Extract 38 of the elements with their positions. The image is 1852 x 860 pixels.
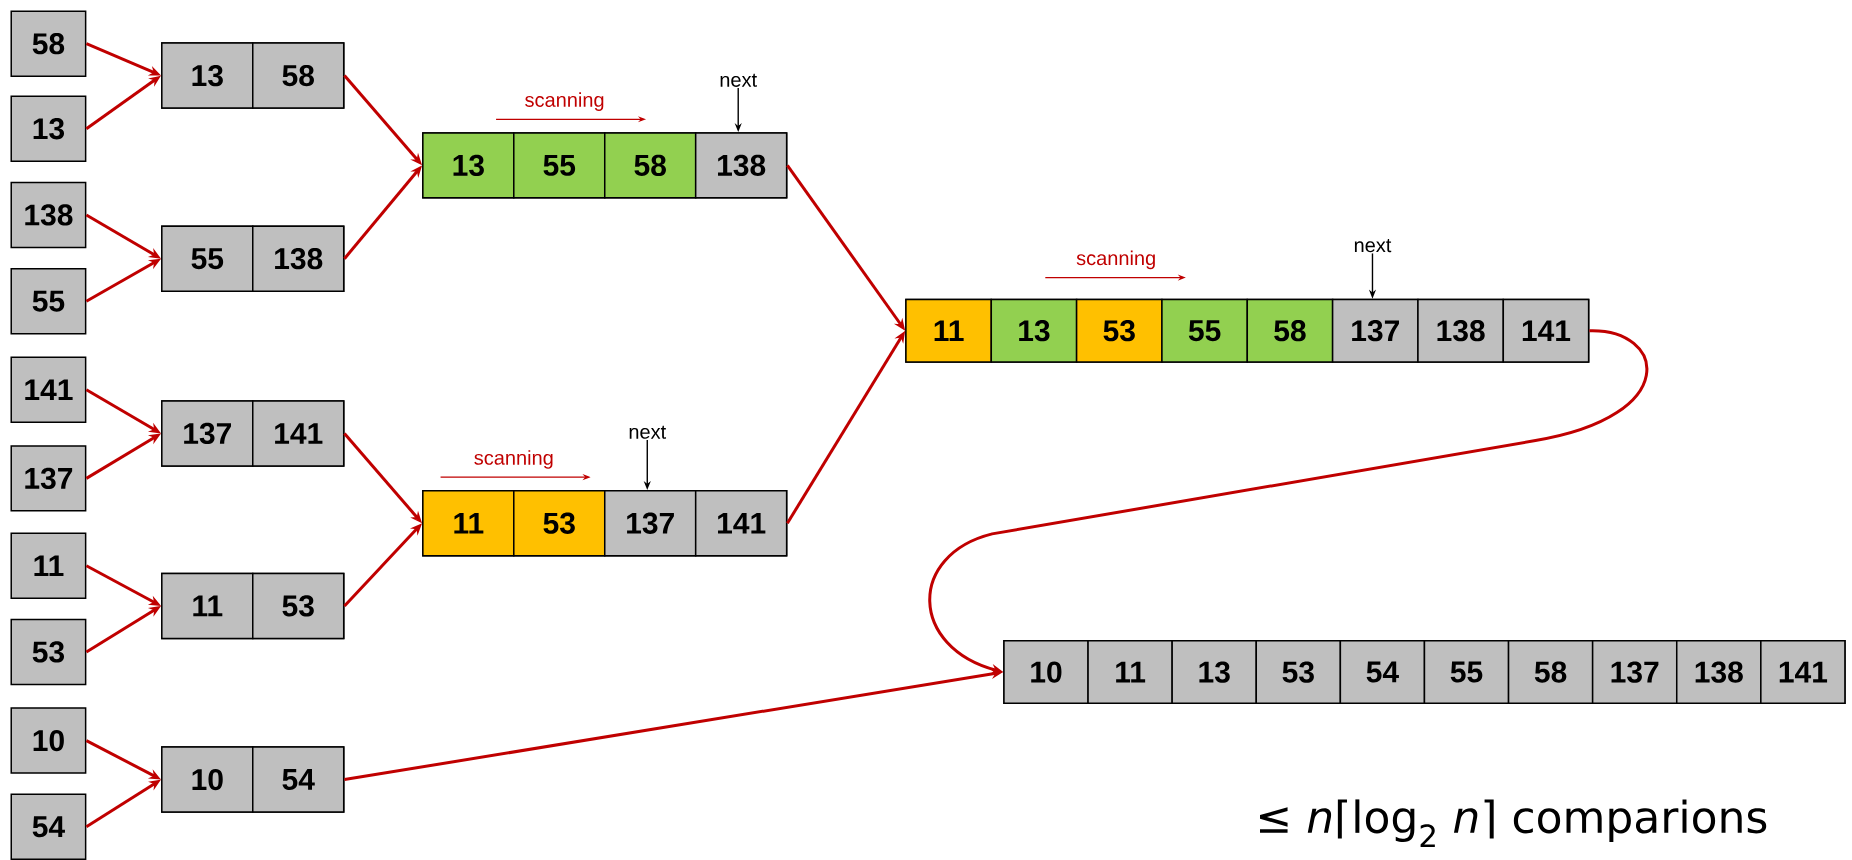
pointer-label: next <box>1354 239 1392 253</box>
array-cell: 55 <box>1161 298 1249 363</box>
array-cell: 54 <box>252 746 345 813</box>
annotation-text: scanning <box>1076 250 1155 270</box>
array-cell: 11 <box>161 572 254 640</box>
number-box: 54 <box>10 793 87 860</box>
number-box: 137 <box>10 445 87 512</box>
number-box: 11 <box>10 532 87 599</box>
array-cell: 137 <box>161 400 254 467</box>
array-cell: 141 <box>252 400 345 467</box>
array-cell: 58 <box>604 132 697 199</box>
array-cell: 137 <box>1331 298 1419 363</box>
complexity-note: ≤ n⌈log$_{2}$ n⌉ comparions <box>1260 799 1767 848</box>
number-box: 10 <box>10 707 87 774</box>
number-box: 53 <box>10 618 87 686</box>
array-cell: 141 <box>1502 298 1590 363</box>
number-box: 13 <box>10 95 87 162</box>
array-cell: 11 <box>905 298 992 363</box>
number-box: 55 <box>10 267 87 335</box>
array-cell: 138 <box>1417 298 1505 363</box>
number-box: 141 <box>10 356 87 423</box>
number-box: 138 <box>10 181 87 249</box>
array-cell: 13 <box>161 42 254 109</box>
array-cell: 58 <box>1246 298 1334 363</box>
array-cell: 58 <box>252 42 345 109</box>
number-box: 58 <box>10 10 87 77</box>
pointer-label: next <box>629 425 666 439</box>
array-cell: 53 <box>1075 298 1163 363</box>
array-cell: 55 <box>513 132 606 199</box>
annotation-text: scanning <box>474 450 553 469</box>
arrow <box>928 329 1648 674</box>
pointer-label: next <box>720 73 757 87</box>
array-cell: 138 <box>694 132 788 199</box>
annotation-text: scanning <box>525 92 604 111</box>
array-cell: 13 <box>422 132 515 199</box>
array-cell: 13 <box>990 298 1078 363</box>
array-cell: 53 <box>252 572 345 640</box>
array-cell: 10 <box>161 746 254 813</box>
